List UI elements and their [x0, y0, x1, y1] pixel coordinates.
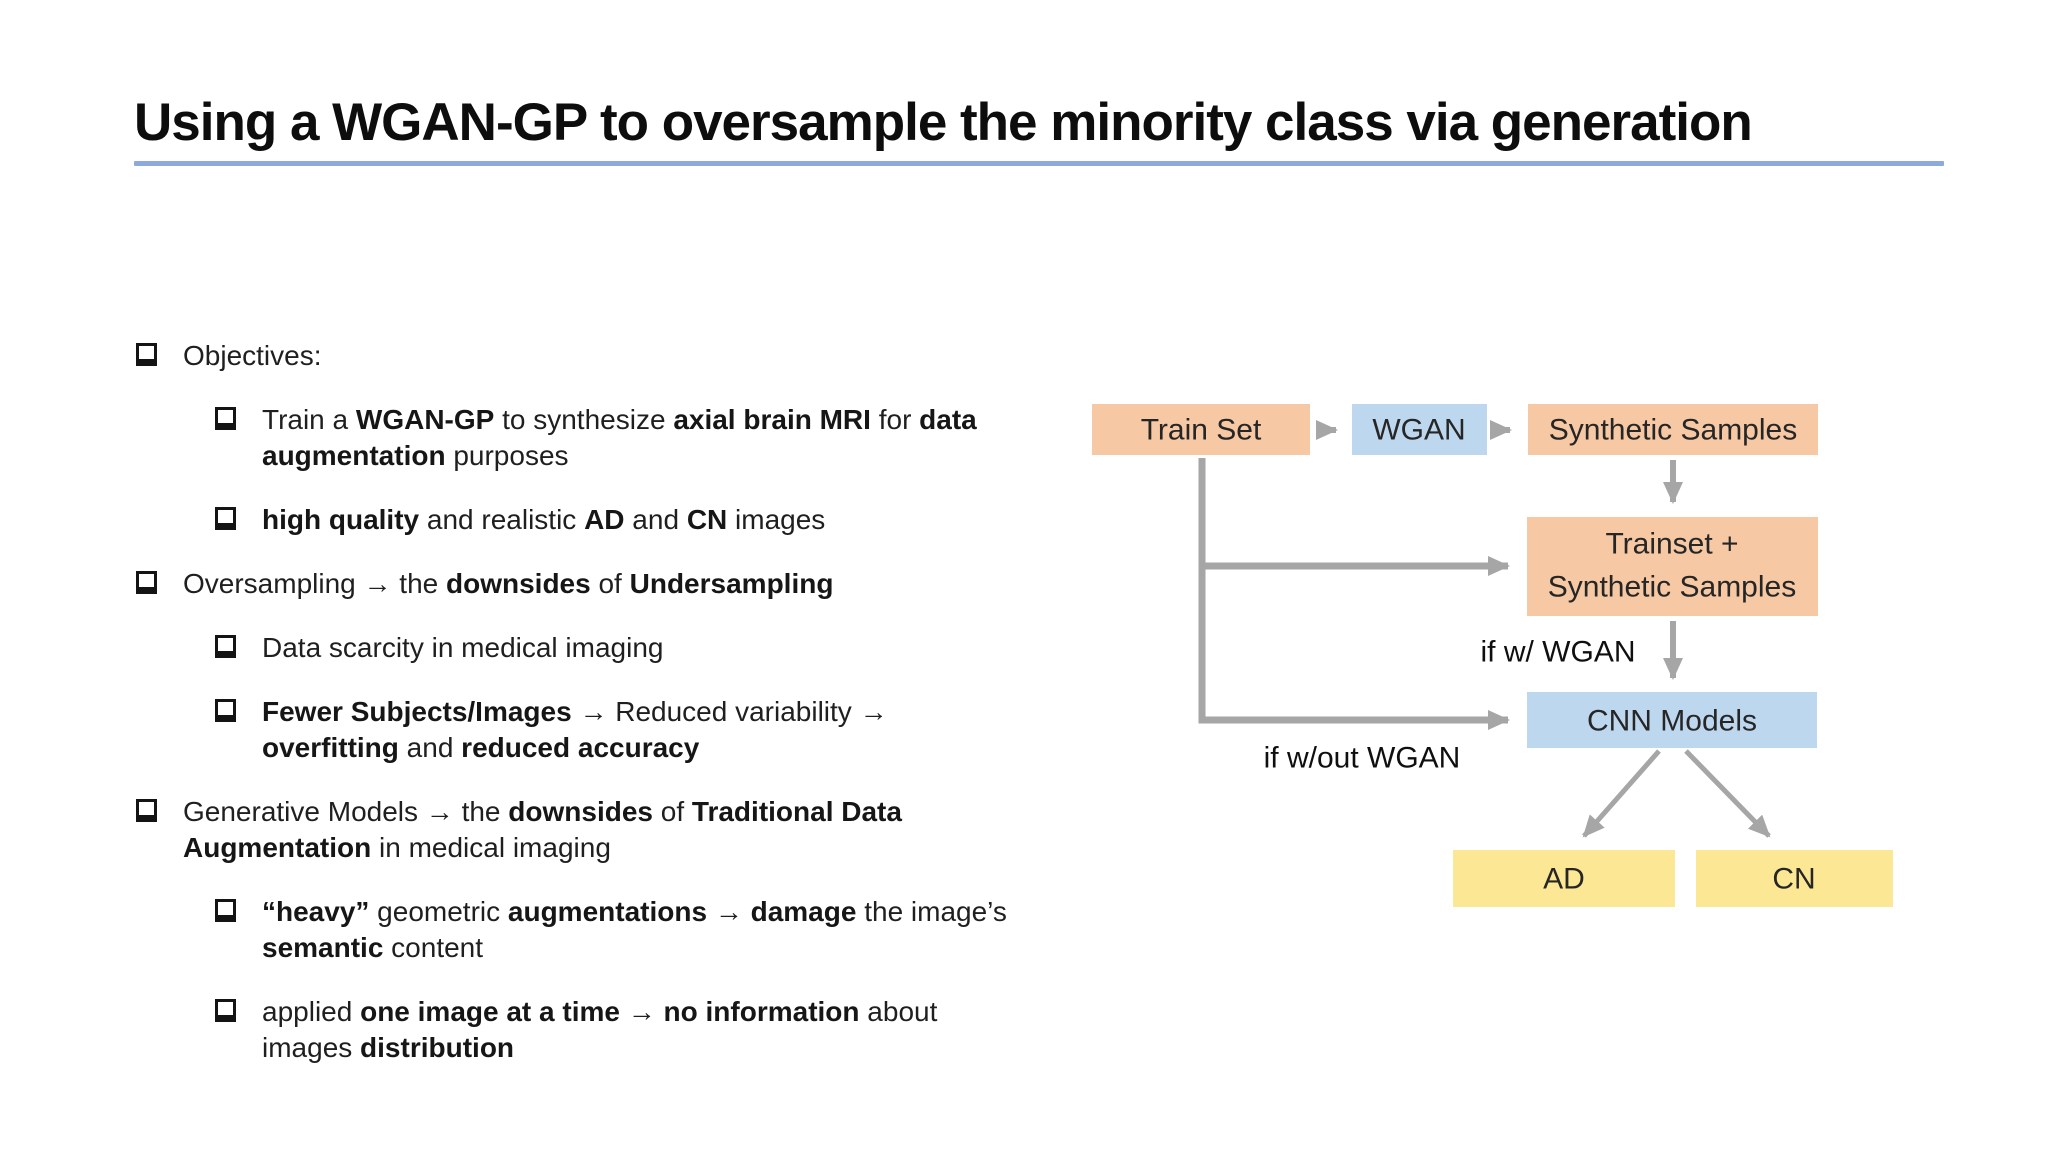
- train-set-box: [1092, 404, 1310, 455]
- bullet-item: high quality and realistic AD and CN ima…: [215, 502, 1164, 538]
- bullet-list: Objectives: Train a WGAN-GP to synthesize…: [134, 338, 1164, 1094]
- arrow-cnn-to-cn: [1684, 749, 1771, 838]
- bullet-item: Oversampling → the downsides of Undersam…: [136, 566, 1164, 602]
- bullet-text: applied one image at a time → no informa…: [262, 996, 938, 1063]
- trainset-plus-synthetic-box: [1527, 517, 1818, 616]
- bullet-text: “heavy” geometric augmentations → damage…: [262, 896, 1007, 963]
- train-set-label: Train Set: [1141, 414, 1262, 447]
- trainset-plus-line2: Synthetic Samples: [1548, 571, 1796, 604]
- ballot-square-icon: [215, 999, 236, 1022]
- bullet-text: Generative Models → the downsides of Tra…: [183, 796, 902, 863]
- title-underline: [134, 161, 1944, 166]
- ballot-square-icon: [215, 899, 236, 922]
- page-title: Using a WGAN-GP to oversample the minori…: [134, 93, 1753, 152]
- cnn-models-label: CNN Models: [1587, 705, 1757, 738]
- trainset-plus-line1: Trainset +: [1605, 528, 1738, 561]
- bullet-text: Data scarcity in medical imaging: [262, 632, 664, 663]
- ballot-square-icon: [215, 699, 236, 722]
- bullet-item: Objectives:: [136, 338, 1164, 374]
- if-without-wgan-label: if w/out WGAN: [1264, 742, 1461, 775]
- ballot-square-icon: [136, 799, 157, 822]
- ballot-square-icon: [215, 635, 236, 658]
- synthetic-samples-label: Synthetic Samples: [1549, 414, 1797, 447]
- cnn-models-box: [1527, 692, 1817, 748]
- bullet-item: Train a WGAN-GP to synthesize axial brai…: [215, 402, 1164, 474]
- synthetic-samples-box: [1528, 404, 1818, 455]
- bullet-item: Data scarcity in medical imaging: [215, 630, 1164, 666]
- cn-box: [1696, 850, 1893, 907]
- diagram-connectors: [1198, 420, 1771, 838]
- ad-label: AD: [1543, 863, 1585, 896]
- ad-box: [1453, 850, 1675, 907]
- flowchart-svg: Train Set WGAN Synthetic Samples Trainse…: [1092, 404, 1893, 907]
- if-with-wgan-label: if w/ WGAN: [1481, 636, 1636, 669]
- bullet-text: Train a WGAN-GP to synthesize axial brai…: [262, 404, 977, 471]
- ballot-square-icon: [136, 343, 157, 366]
- bullet-text: Oversampling → the downsides of Undersam…: [183, 568, 834, 599]
- bullet-text: Objectives:: [183, 340, 322, 371]
- wgan-box: [1352, 404, 1487, 455]
- bullet-item: Fewer Subjects/Images → Reduced variabil…: [215, 694, 1164, 766]
- bullet-text: Fewer Subjects/Images → Reduced variabil…: [262, 696, 888, 763]
- ballot-square-icon: [215, 507, 236, 530]
- wgan-pipeline-diagram: Train Set WGAN Synthetic Samples Trainse…: [1080, 390, 1970, 920]
- bullet-item: applied one image at a time → no informa…: [215, 994, 1164, 1066]
- arrow-cnn-to-ad: [1582, 749, 1661, 838]
- ballot-square-icon: [136, 571, 157, 594]
- wgan-label: WGAN: [1372, 414, 1465, 447]
- bullet-item: Generative Models → the downsides of Tra…: [136, 794, 1164, 866]
- bullet-text: high quality and realistic AD and CN ima…: [262, 504, 826, 535]
- bullet-item: “heavy” geometric augmentations → damage…: [215, 894, 1164, 966]
- ballot-square-icon: [215, 407, 236, 430]
- cn-label: CN: [1772, 863, 1815, 896]
